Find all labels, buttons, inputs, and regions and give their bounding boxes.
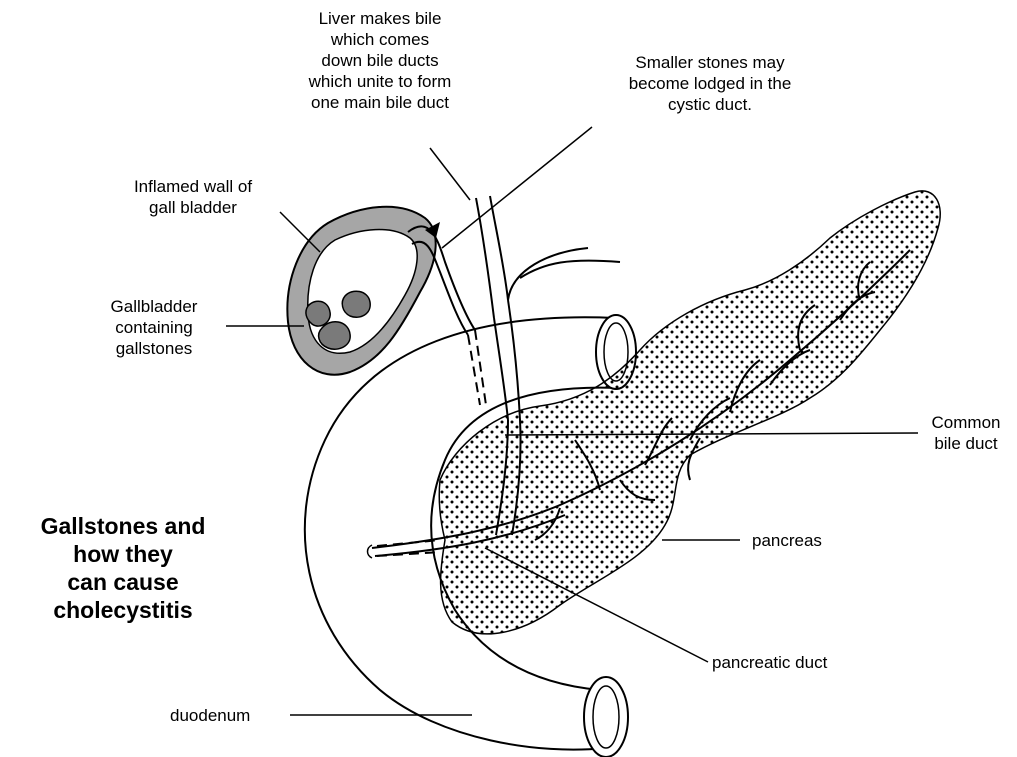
pancreatic-duct-label: pancreatic duct	[712, 652, 827, 673]
diagram-title-line: cholecystitis	[8, 596, 238, 624]
pancreas-body	[439, 191, 940, 634]
inflamed-wall-label-line: Inflamed wall of	[98, 176, 288, 197]
diagram-title-line: how they	[8, 540, 238, 568]
gallbladder-label: Gallbladder containing gallstones	[74, 296, 234, 359]
duodenum-label: duodenum	[170, 705, 250, 726]
liver-label-line: which unite to form	[280, 71, 480, 92]
diagram-title-line: Gallstones and	[8, 512, 238, 540]
liver-label-line: down bile ducts	[280, 50, 480, 71]
liver-label: Liver makes bile which comes down bile d…	[280, 8, 480, 113]
inflamed-wall-label-line: gall bladder	[98, 197, 288, 218]
liver-label-line: Liver makes bile	[280, 8, 480, 29]
liver-label-line: one main bile duct	[280, 92, 480, 113]
common-bile-duct-label-line: Common	[918, 412, 1014, 433]
diagram-title: Gallstones and how they can cause cholec…	[8, 512, 238, 624]
liver-label-line: which comes	[280, 29, 480, 50]
pancreas-label: pancreas	[752, 530, 822, 551]
duct-nipple	[368, 545, 373, 558]
cystic-stones-label-line: cystic duct.	[585, 94, 835, 115]
inflamed-wall-label: Inflamed wall of gall bladder	[98, 176, 288, 218]
gallbladder-label-line: containing	[74, 317, 234, 338]
common-bile-duct-label: Common bile duct	[918, 412, 1014, 454]
cystic-stones-label-line: become lodged in the	[585, 73, 835, 94]
gallbladder-label-line: Gallbladder	[74, 296, 234, 317]
cystic-stones-label-line: Smaller stones may	[585, 52, 835, 73]
diagram-title-line: can cause	[8, 568, 238, 596]
gallbladder-label-line: gallstones	[74, 338, 234, 359]
cystic-stones-label: Smaller stones may become lodged in the …	[585, 52, 835, 115]
duodenum-lower-opening	[584, 677, 628, 757]
common-bile-duct-label-line: bile duct	[918, 433, 1014, 454]
